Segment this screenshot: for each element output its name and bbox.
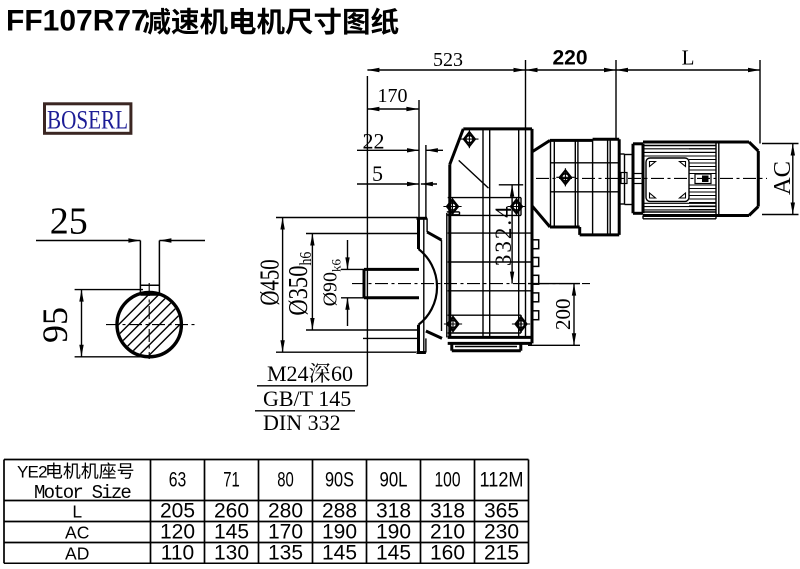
svg-text:22: 22 [363,129,385,154]
svg-text:95: 95 [35,307,75,343]
svg-text:Motor Size: Motor Size [34,482,131,504]
svg-text:523: 523 [433,49,463,71]
svg-text:AC: AC [769,161,796,195]
svg-text:160: 160 [430,542,465,565]
svg-text:5: 5 [372,161,383,186]
svg-text:Ø450: Ø450 [256,259,285,305]
svg-text:L: L [682,45,695,69]
svg-text:145: 145 [376,542,411,565]
svg-text:332.4: 332.4 [491,204,516,266]
svg-text:112M: 112M [480,469,524,492]
svg-text:130: 130 [214,542,249,565]
svg-text:190: 190 [376,521,411,544]
svg-text:170: 170 [268,521,303,544]
svg-text:100: 100 [435,469,461,492]
svg-text:90L: 90L [380,469,408,492]
svg-text:FF107R77: FF107R77 [6,5,148,38]
svg-text:YE2: YE2 [17,463,47,482]
svg-text:Ø90k6: Ø90k6 [320,258,344,306]
svg-text:AD: AD [65,544,89,564]
svg-text:AC: AC [65,523,89,543]
svg-text:L: L [72,502,82,522]
svg-text:230: 230 [484,521,519,544]
svg-text:DIN 332: DIN 332 [263,410,341,435]
svg-text:135: 135 [268,542,303,565]
svg-text:GB/T 145: GB/T 145 [263,386,351,411]
svg-text:BOSERL: BOSERL [47,105,128,134]
svg-text:210: 210 [430,521,465,544]
svg-text:200: 200 [551,298,575,330]
svg-text:145: 145 [214,521,249,544]
svg-text:M24: M24 [267,361,309,386]
svg-text:110: 110 [161,542,194,565]
svg-text:288: 288 [322,500,357,523]
svg-text:60: 60 [331,361,353,386]
svg-text:190: 190 [322,521,357,544]
svg-text:71: 71 [223,469,240,492]
svg-text:145: 145 [322,542,357,565]
svg-text:25: 25 [50,201,88,243]
svg-text:260: 260 [214,500,249,523]
svg-text:220: 220 [552,46,587,69]
svg-text:90S: 90S [325,469,354,492]
svg-text:80: 80 [277,469,294,492]
svg-text:120: 120 [160,521,195,544]
svg-text:365: 365 [484,500,519,523]
svg-text:318: 318 [430,500,465,523]
svg-text:63: 63 [169,469,187,492]
svg-text:280: 280 [268,500,303,523]
svg-text:318: 318 [376,500,411,523]
svg-text:215: 215 [484,542,519,565]
svg-text:170: 170 [378,85,408,107]
svg-text:205: 205 [160,500,195,523]
